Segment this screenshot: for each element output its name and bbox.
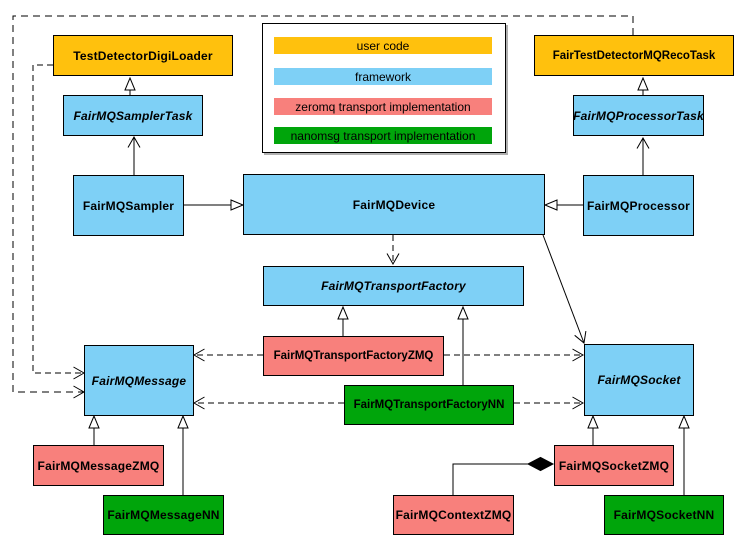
- node-fairmqtransportfactorynn: FairMQTransportFactoryNN: [344, 385, 514, 425]
- node-label: FairMQTransportFactoryNN: [353, 399, 505, 411]
- edge-contextzmq-socketzmq: [452, 463, 528, 495]
- node-fairmqtransportfactoryzmq: FairMQTransportFactoryZMQ: [263, 336, 444, 376]
- node-label: FairMQSamplerTask: [73, 108, 193, 123]
- node-label: FairMQContextZMQ: [395, 508, 512, 522]
- node-label: FairTestDetectorMQRecoTask: [552, 49, 716, 62]
- edge-digiloader-message: [32, 64, 86, 380]
- node-fairmqmessagezmq: FairMQMessageZMQ: [33, 445, 164, 486]
- node-fairmqtransportfactory: FairMQTransportFactory: [263, 266, 524, 306]
- node-fairmqsamplertask: FairMQSamplerTask: [63, 95, 203, 136]
- node-label: FairMQSocketZMQ: [558, 458, 670, 473]
- node-label: FairMQProcessorTask: [573, 108, 704, 123]
- legend-item-nanomsg: nanomsg transport implementation: [274, 127, 492, 144]
- node-label: FairMQMessage: [91, 373, 187, 388]
- node-label: FairMQMessageNN: [107, 508, 220, 522]
- node-fairmqprocessortask: FairMQProcessorTask: [573, 95, 704, 136]
- node-label: FairMQSocket: [597, 373, 681, 387]
- edge-device-socket: [542, 234, 587, 344]
- node-fairmqprocessor: FairMQProcessor: [583, 175, 694, 236]
- node-fairmqcontextzmq: FairMQContextZMQ: [393, 495, 514, 535]
- node-fairmqmessagenn: FairMQMessageNN: [103, 495, 224, 535]
- edge-recotask-message: [12, 15, 634, 399]
- node-fairmqsampler: FairMQSampler: [73, 175, 184, 236]
- node-testdetectordigiloader: TestDetectorDigiLoader: [53, 35, 233, 76]
- node-label: TestDetectorDigiLoader: [73, 48, 213, 63]
- node-fairmqsocketzmq: FairMQSocketZMQ: [554, 445, 674, 486]
- node-label: FairMQMessageZMQ: [37, 458, 160, 473]
- node-fairmqsocket: FairMQSocket: [584, 344, 694, 416]
- node-fairmqdevice: FairMQDevice: [243, 174, 545, 235]
- node-fairtestdetectormqrecotask: FairTestDetectorMQRecoTask: [534, 35, 734, 76]
- node-label: FairMQProcessor: [586, 198, 691, 213]
- node-label: FairMQTransportFactory: [321, 279, 466, 293]
- node-label: FairMQSampler: [82, 198, 175, 213]
- aggregation-diamond: [526, 456, 555, 472]
- legend: user code framework zeromq transport imp…: [262, 23, 506, 153]
- legend-item-user-code: user code: [274, 37, 492, 54]
- node-fairmqsocketnn: FairMQSocketNN: [604, 495, 724, 535]
- node-label: FairMQSocketNN: [613, 508, 715, 522]
- legend-item-zeromq: zeromq transport implementation: [274, 98, 492, 115]
- node-fairmqmessage: FairMQMessage: [84, 345, 194, 416]
- node-label: FairMQTransportFactoryZMQ: [273, 350, 434, 362]
- node-label: FairMQDevice: [352, 197, 436, 212]
- legend-item-framework: framework: [274, 68, 492, 85]
